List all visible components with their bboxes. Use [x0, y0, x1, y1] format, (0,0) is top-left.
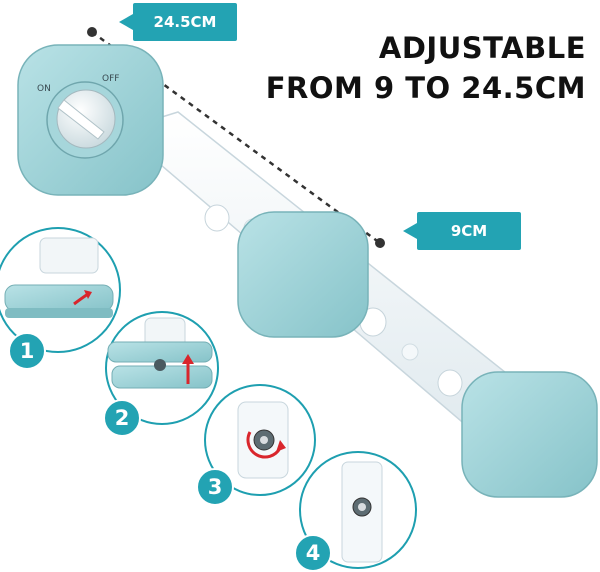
- end-adhesive-pad: [461, 371, 598, 498]
- headline: ADJUSTABLE FROM 9 TO 24.5CM: [256, 28, 586, 108]
- knob-off-label: OFF: [102, 74, 120, 84]
- step-4-illustration: [299, 451, 417, 569]
- knob-on-label: ON: [37, 84, 51, 94]
- step-3-illustration: [204, 384, 316, 496]
- step-2-illustration: [105, 311, 219, 425]
- step-1-illustration: [0, 227, 121, 353]
- headline-line-2: FROM 9 TO 24.5CM: [265, 71, 586, 105]
- max-length-tag: 24.5CM: [119, 3, 237, 41]
- length-indicator-start-dot: [87, 27, 97, 37]
- headline-line-1: ADJUSTABLE: [378, 31, 586, 65]
- middle-adhesive-pad: [237, 211, 369, 338]
- step-1-badge: 1: [8, 332, 46, 370]
- dial-lock-unit: [17, 44, 164, 196]
- min-length-tag: 9CM: [403, 212, 521, 250]
- step-3-badge: 3: [196, 468, 234, 506]
- step-2-badge: 2: [103, 399, 141, 437]
- length-indicator-end-dot: [375, 238, 385, 248]
- step-4-badge: 4: [294, 534, 332, 572]
